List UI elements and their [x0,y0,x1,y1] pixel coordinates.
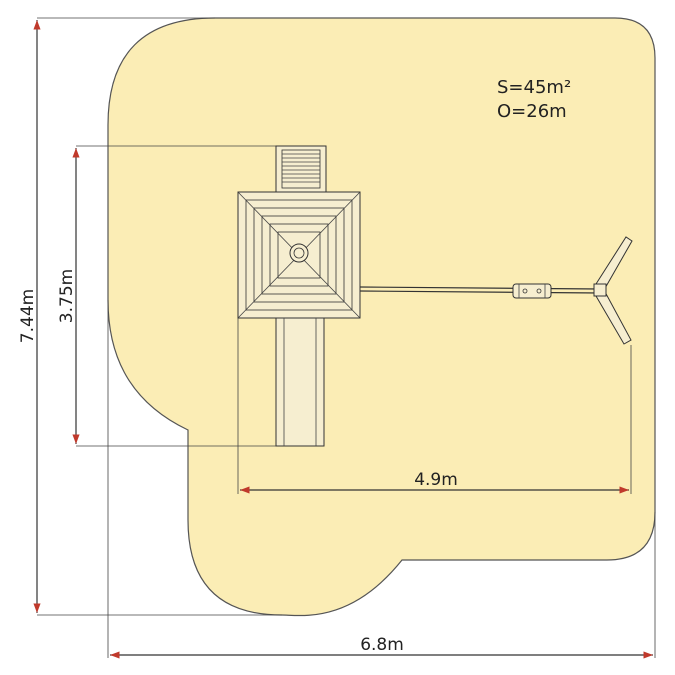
swing-length-label: 4.9m [414,470,458,490]
total-width-dimension [107,300,656,659]
tower-height-label: 3.75m [57,269,77,323]
total-height-dimension [33,17,282,616]
swing-a-frame [593,236,633,345]
slide [275,317,325,447]
area-label: S=45m² [497,77,571,98]
total-width-label: 6.8m [360,635,404,655]
tower-height-dimension [72,145,276,447]
perimeter-label: O=26m [497,101,567,122]
total-height-label: 7.44m [18,289,38,343]
swing-seat [512,283,552,299]
swing-beam [359,286,601,294]
swing-length-dimension [237,318,632,494]
ladder [275,145,327,193]
safety-zone [107,17,656,617]
tower-roof [237,191,361,319]
